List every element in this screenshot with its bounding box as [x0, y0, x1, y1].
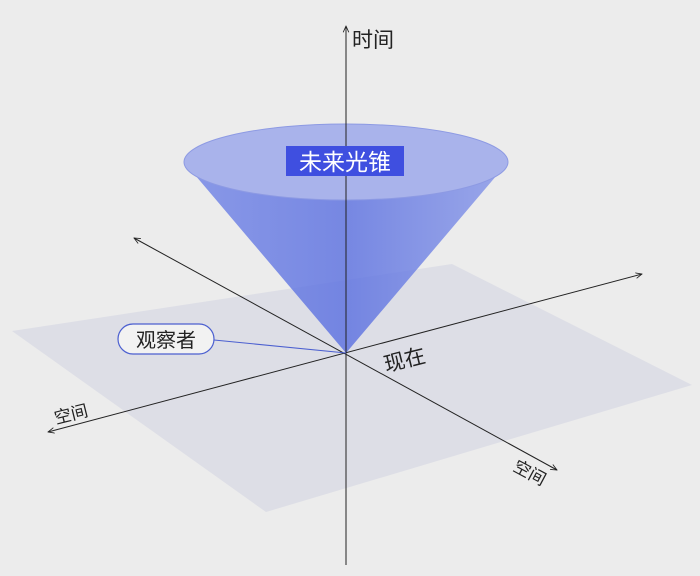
time-axis-label: 时间	[352, 28, 394, 52]
cone-label-bg	[286, 146, 404, 176]
observer-connector	[213, 339, 347, 354]
observer-label: 观察者	[136, 328, 196, 352]
space-axis-left-label: 空间	[52, 401, 90, 429]
space-axis-right-label: 空间	[510, 457, 549, 491]
cone-label: 未来光锥	[299, 150, 391, 176]
observer-pill	[117, 323, 215, 355]
